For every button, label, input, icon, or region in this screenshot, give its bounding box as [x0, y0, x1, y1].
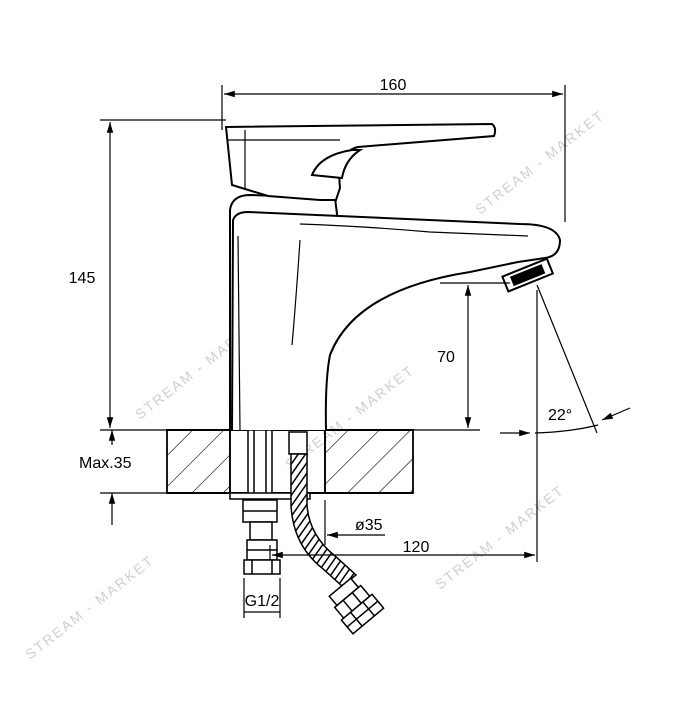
label-spout-height-70: 70 — [437, 349, 455, 366]
label-connection-g12: G1/2 — [245, 593, 280, 610]
faucet-body — [229, 193, 562, 431]
lever-handle — [224, 122, 497, 201]
dimension-lines — [100, 85, 631, 618]
mounting-stud — [229, 429, 311, 575]
flexible-hose — [288, 431, 385, 635]
countertop-section — [166, 429, 414, 494]
label-width-160: 160 — [380, 77, 407, 94]
label-hole-diameter: ø35 — [355, 517, 383, 534]
watermark-text: STREAM - MARKET — [22, 552, 157, 663]
watermark-text: STREAM - MARKET — [432, 482, 567, 593]
label-spout-reach-120: 120 — [403, 539, 430, 556]
dimension-labels: 160 145 70 Max.35 ø35 120 G1/2 22° — [69, 77, 573, 610]
aerator — [501, 257, 555, 293]
label-max-thickness: Max.35 — [79, 455, 132, 472]
label-angle-22: 22° — [548, 407, 572, 424]
label-height-145: 145 — [69, 270, 96, 287]
